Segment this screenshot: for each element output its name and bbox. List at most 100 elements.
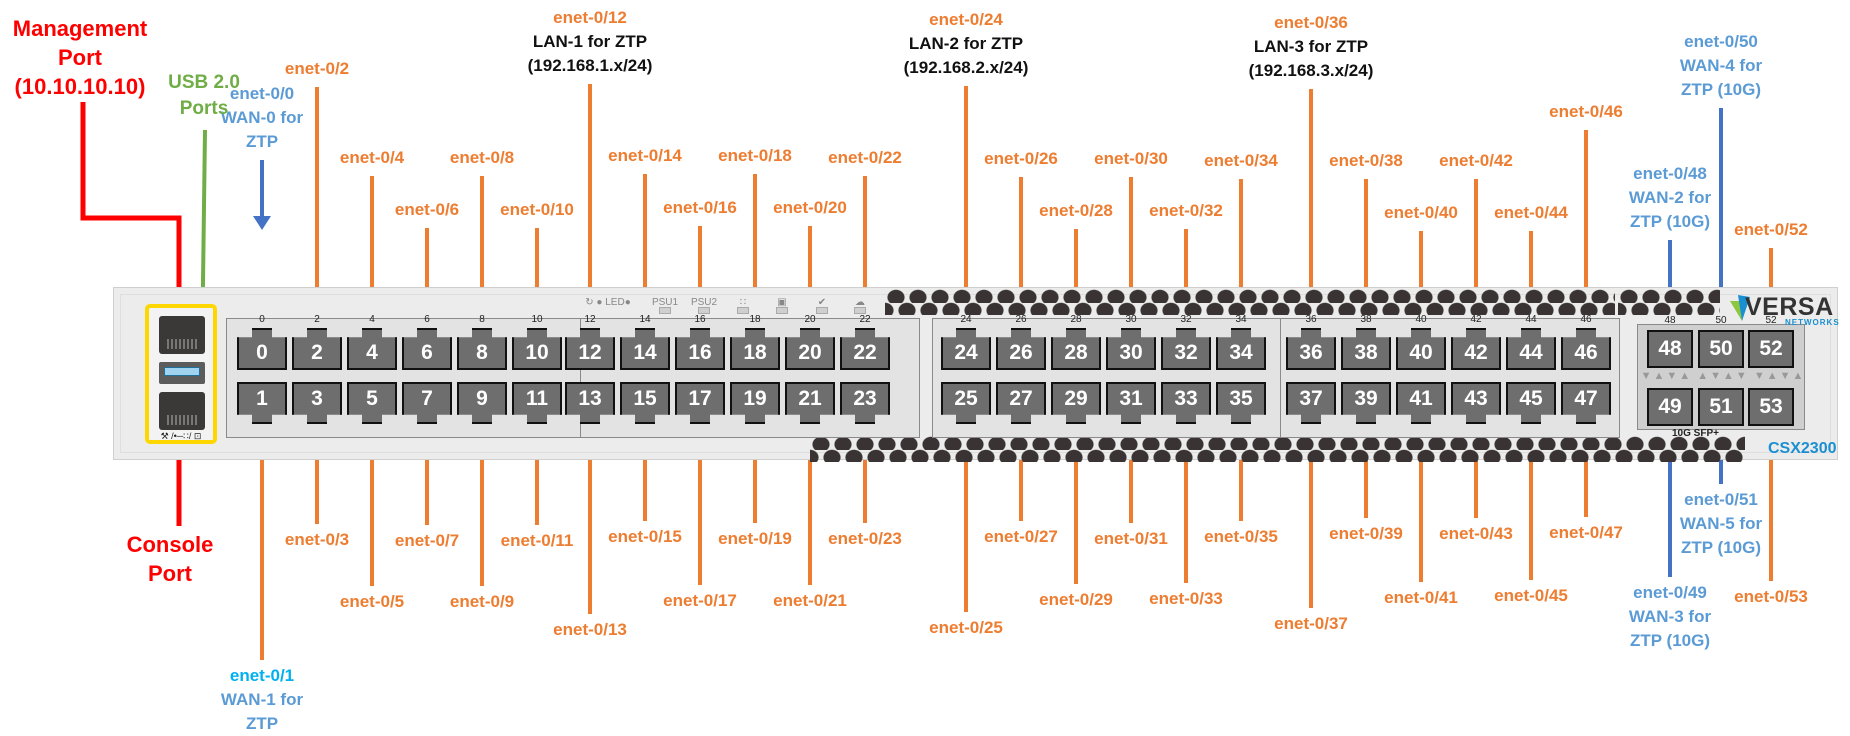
bottom-enet-0-3: enet-0/3	[285, 528, 349, 552]
top-enet-0-18: enet-0/18	[718, 144, 792, 168]
label-line: enet-0/43	[1439, 524, 1513, 543]
label-line: enet-0/30	[1094, 149, 1168, 168]
label-line: enet-0/27	[984, 527, 1058, 546]
bottom-enet-0-15: enet-0/15	[608, 525, 682, 549]
label-line: enet-0/2	[284, 59, 350, 78]
label-line: enet-0/26	[984, 149, 1058, 168]
top-enet-0-14: enet-0/14	[608, 144, 682, 168]
port-51[interactable]: 51	[1698, 388, 1744, 426]
port-number-label: 42	[1470, 314, 1482, 325]
label-line: enet-0/46	[1549, 102, 1623, 121]
label-line: enet-0/11	[500, 531, 574, 550]
top-enet-0-32: enet-0/32	[1149, 199, 1223, 223]
top-enet-0-30: enet-0/30	[1094, 147, 1168, 171]
port-50[interactable]: 50	[1698, 330, 1744, 368]
usb-ports-label: USB 2.0 Ports	[168, 72, 240, 119]
sfp-led-strip: ▼▲▼▲ ▲▼▲▼ ▼▲▼▲	[1640, 370, 1806, 382]
bottom-enet-0-21: enet-0/21	[773, 589, 847, 613]
port-49[interactable]: 49	[1647, 388, 1693, 426]
label-line: ZTP (10G)	[1630, 212, 1710, 231]
psu2-led	[698, 307, 710, 314]
top-enet-0-16: enet-0/16	[663, 196, 737, 220]
label-line: WAN-1 for	[220, 690, 304, 709]
port-39[interactable]: 39	[1341, 382, 1391, 424]
label-line: ZTP (10G)	[1681, 538, 1761, 557]
label-line: LAN-3 for ZTP	[1253, 37, 1369, 56]
top-enet-0-22: enet-0/22	[828, 146, 902, 170]
bottom-enet-0-43: enet-0/43	[1439, 522, 1513, 546]
port-number-label: 12	[584, 314, 596, 325]
label-line: enet-0/44	[1494, 203, 1568, 222]
label-line: enet-0/16	[663, 198, 737, 217]
bottom-enet-0-11: enet-0/11	[501, 529, 574, 553]
port-14[interactable]: 14	[620, 328, 670, 370]
led-indicator: ↻ ● LED●	[585, 297, 631, 308]
label-line: enet-0/17	[663, 591, 737, 610]
port-number-label: 52	[1765, 315, 1777, 326]
port-number-label: 0	[259, 314, 265, 325]
label-line: enet-0/51	[1684, 490, 1758, 509]
label-line: enet-0/1	[229, 666, 295, 685]
label-line: enet-0/50	[1684, 32, 1758, 51]
sfp-caption: 10G SFP+	[1672, 428, 1719, 439]
check-icon: ✔	[817, 297, 827, 308]
management-port[interactable]	[159, 316, 205, 354]
port-number-label: 28	[1070, 314, 1082, 325]
label-line: enet-0/15	[608, 527, 682, 546]
cloud-led	[854, 307, 866, 314]
label-line: enet-0/25	[929, 618, 1003, 637]
bottom-enet-0-7: enet-0/7	[395, 529, 459, 553]
bottom-enet-0-5: enet-0/5	[340, 590, 404, 614]
label-line: enet-0/3	[284, 530, 350, 549]
port-number-label: 6	[424, 314, 430, 325]
label-line: enet-0/33	[1149, 589, 1223, 608]
bottom-enet-0-29: enet-0/29	[1039, 588, 1113, 612]
top-enet-0-6: enet-0/6	[395, 198, 459, 222]
top-enet-0-10: enet-0/10	[500, 198, 574, 222]
label-line: (192.168.2.x/24)	[903, 58, 1029, 77]
label-line: enet-0/4	[339, 148, 405, 167]
label-line: enet-0/0	[229, 84, 295, 103]
label-line: LAN-1 for ZTP	[532, 32, 648, 51]
port-23[interactable]: 23	[840, 382, 890, 424]
bottom-enet-0-9: enet-0/9	[450, 590, 514, 614]
label-line: enet-0/8	[449, 148, 515, 167]
top-enet-0-34: enet-0/34	[1204, 149, 1278, 173]
brand-subtitle: NETWORKS	[1785, 318, 1840, 327]
mgmt-caption-icons: ⚒ /•─∷/ ⊡	[160, 431, 202, 441]
versa-logo-icon	[1730, 295, 1750, 321]
label-line: enet-0/13	[553, 620, 627, 639]
bottom-enet-0-23: enet-0/23	[828, 527, 902, 551]
label-line: enet-0/45	[1494, 586, 1568, 605]
port-52[interactable]: 52	[1748, 330, 1794, 368]
usb-port[interactable]	[159, 362, 205, 384]
brand-name: VERSA	[1745, 293, 1834, 321]
label-line: enet-0/9	[449, 592, 515, 611]
management-port-label: Management Port (10.10.10.10)	[12, 16, 148, 99]
psu1-indicator: PSU1	[651, 297, 679, 308]
label-line: WAN-5 for	[1679, 514, 1763, 533]
system-icon: ▣	[777, 297, 787, 308]
top-enet-0-8: enet-0/8	[450, 146, 514, 170]
port-53[interactable]: 53	[1748, 388, 1794, 426]
port-33[interactable]: 33	[1161, 382, 1211, 424]
label-line: WAN-4 for	[1679, 56, 1763, 75]
top-enet-0-28: enet-0/28	[1039, 199, 1113, 223]
bottom-enet-0-53: enet-0/53	[1734, 585, 1808, 609]
console-port[interactable]	[159, 392, 205, 430]
port-48[interactable]: 48	[1647, 330, 1693, 368]
port-number-label: 4	[369, 314, 375, 325]
network-icon: ∷	[739, 297, 747, 308]
top-vent	[885, 289, 1615, 315]
bottom-enet-0-17: enet-0/17	[663, 589, 737, 613]
check-led	[816, 307, 828, 314]
label-line: enet-0/10	[500, 200, 574, 219]
label-line: enet-0/37	[1274, 614, 1348, 633]
label-line: enet-0/31	[1094, 529, 1168, 548]
